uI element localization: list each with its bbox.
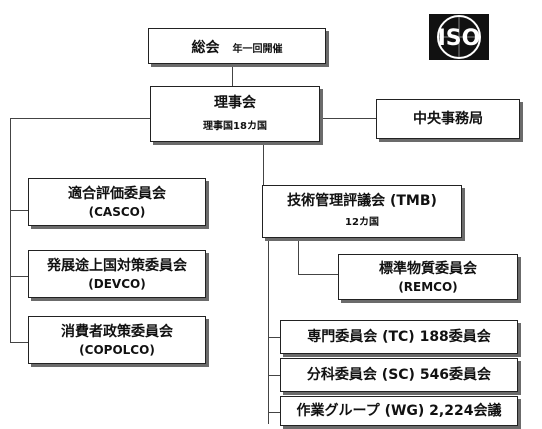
devco-box: 発展途上国対策委員会 (DEVCO)	[28, 250, 206, 298]
tc-box: 専門委員会 (TC) 188委員会	[280, 320, 518, 354]
connector-line	[268, 375, 280, 376]
council-title: 理事会	[214, 95, 256, 111]
connector-line	[10, 118, 11, 342]
council-box: 理事会 理事国18カ国	[150, 86, 320, 142]
connector-line	[10, 342, 28, 343]
copolco-abbr: (COPOLCO)	[79, 343, 155, 357]
devco-title: 発展途上国対策委員会	[47, 258, 187, 274]
connector-line	[10, 210, 28, 211]
remco-box: 標準物質委員会 (REMCO)	[338, 254, 518, 300]
tmb-box: 技術管理評議会 (TMB) 12カ国	[262, 185, 462, 238]
general-assembly-title: 総会	[191, 40, 220, 56]
connector-line	[298, 238, 299, 274]
casco-abbr: (CASCO)	[88, 205, 146, 219]
wg-title: 作業グループ (WG) 2,224会議	[296, 403, 502, 419]
tmb-title: 技術管理評議会 (TMB)	[287, 193, 437, 209]
devco-abbr: (DEVCO)	[88, 277, 146, 291]
connector-line	[263, 140, 264, 185]
casco-box: 適合評価委員会 (CASCO)	[28, 178, 206, 226]
remco-abbr: (REMCO)	[398, 280, 458, 294]
sc-box: 分科委員会 (SC) 546委員会	[280, 358, 518, 392]
connector-line	[10, 118, 150, 119]
casco-title: 適合評価委員会	[68, 186, 166, 202]
connector-line	[232, 64, 233, 86]
connector-line	[320, 118, 376, 119]
svg-text:ISO: ISO	[438, 26, 481, 51]
central-secretariat-box: 中央事務局	[376, 99, 520, 139]
connector-line	[298, 274, 338, 275]
council-members: 理事国18カ国	[203, 121, 267, 132]
tc-title: 専門委員会 (TC) 188委員会	[307, 329, 491, 345]
wg-box: 作業グループ (WG) 2,224会議	[280, 396, 518, 426]
connector-line	[268, 412, 280, 413]
copolco-title: 消費者政策委員会	[61, 324, 173, 340]
connector-line	[268, 238, 269, 424]
central-secretariat-title: 中央事務局	[413, 111, 483, 127]
general-assembly-box: 総会 年一回開催	[148, 28, 326, 64]
sc-title: 分科委員会 (SC) 546委員会	[306, 367, 492, 383]
copolco-box: 消費者政策委員会 (COPOLCO)	[28, 316, 206, 364]
tmb-members: 12カ国	[345, 217, 379, 228]
general-assembly-note: 年一回開催	[232, 44, 283, 55]
connector-line	[10, 276, 28, 277]
iso-logo-icon: ISO	[425, 10, 493, 64]
remco-title: 標準物質委員会	[379, 261, 477, 277]
connector-line	[268, 337, 280, 338]
